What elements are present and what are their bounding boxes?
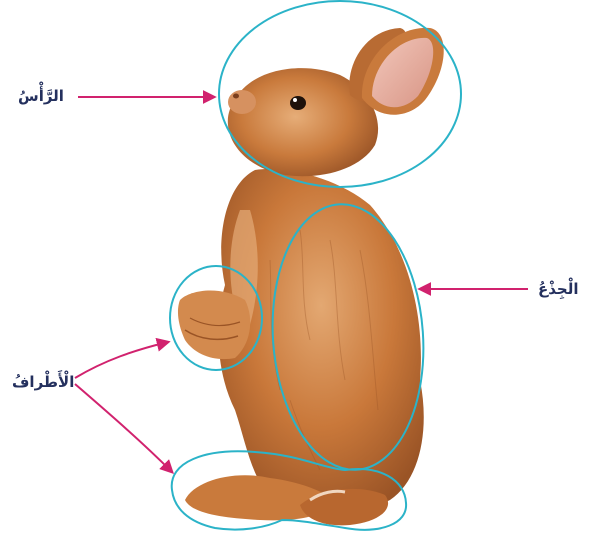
limbs-arrow-lower [75, 384, 172, 472]
label-trunk: الْجِذْعُ [538, 282, 579, 297]
rabbit-eye [290, 96, 306, 110]
limbs-arrow-upper [75, 342, 168, 378]
label-limbs: الْأَطْرافُ [12, 375, 74, 390]
label-head: الرَّأْسُ [18, 89, 64, 104]
rabbit-illustration [178, 28, 444, 526]
rabbit-muzzle [228, 90, 256, 114]
